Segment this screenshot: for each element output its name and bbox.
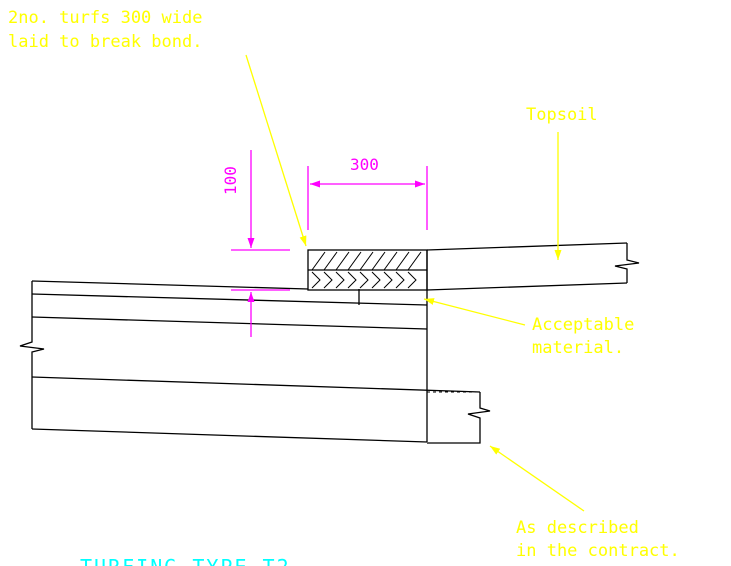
acceptable-leader xyxy=(423,298,526,326)
width-dimension xyxy=(307,166,428,230)
topsoil-label: Topsoil xyxy=(526,105,598,125)
turfs-note-line1: 2no. turfs 300 wide xyxy=(8,8,202,28)
acceptable-note-line1: Acceptable xyxy=(532,315,634,335)
turfs-leader xyxy=(245,54,307,247)
embankment-outline xyxy=(19,250,491,444)
height-dimension xyxy=(231,150,290,337)
lower-turf-hatch xyxy=(311,271,417,289)
described-note-line1: As described xyxy=(516,518,639,538)
height-dimension-label: 100 xyxy=(221,166,240,195)
upper-turf-hatch xyxy=(311,251,422,271)
acceptable-note-line2: material. xyxy=(532,338,624,358)
described-leader xyxy=(489,445,585,512)
width-dimension-label: 300 xyxy=(350,155,379,174)
drawing-title: TURFING TYPE T2 xyxy=(80,555,291,566)
annotation-leaders xyxy=(245,54,585,512)
described-note-line2: in the contract. xyxy=(516,541,680,561)
turfs-note-line2: laid to break bond. xyxy=(8,32,202,52)
turf-block xyxy=(307,249,428,291)
dashed-extension xyxy=(427,391,480,444)
topsoil-layer xyxy=(426,242,640,291)
